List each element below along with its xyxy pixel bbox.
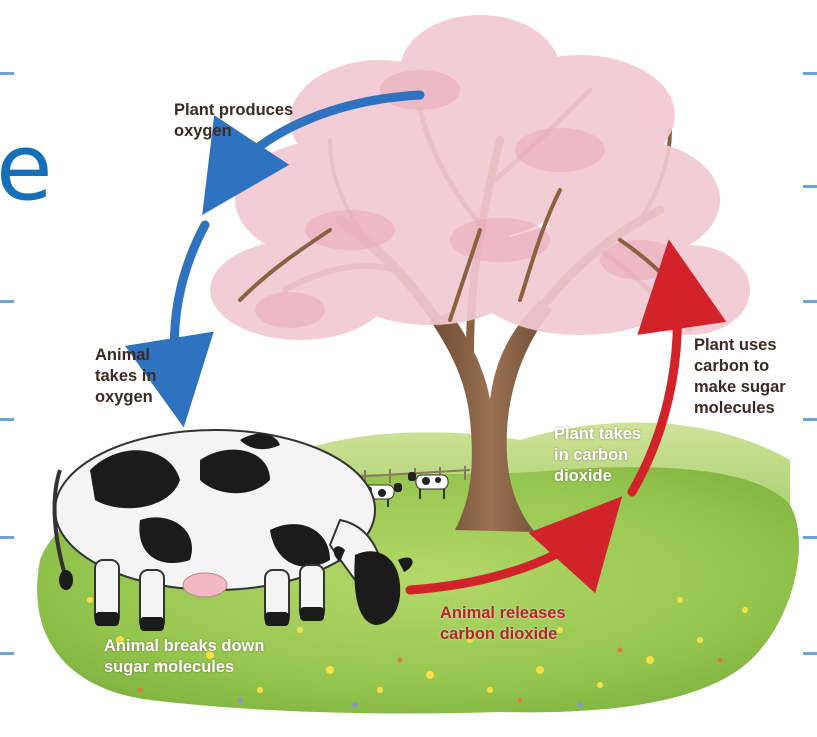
tree-canopy — [210, 15, 750, 340]
label-animal-takes-in-oxygen: Animal takes in oxygen — [95, 345, 156, 408]
cow-udder — [183, 573, 227, 597]
label-plant-takes-in-co2: Plant takes in carbon dioxide — [554, 424, 641, 487]
label-plant-produces-oxygen: Plant produces oxygen — [174, 100, 293, 142]
oxygen-intake-arrow — [174, 225, 205, 392]
label-animal-releases-co2: Animal releases carbon dioxide — [440, 603, 566, 645]
label-plant-uses-carbon: Plant uses carbon to make sugar molecule… — [694, 335, 786, 419]
label-animal-breaks-down-sugar: Animal breaks down sugar molecules — [104, 636, 264, 678]
